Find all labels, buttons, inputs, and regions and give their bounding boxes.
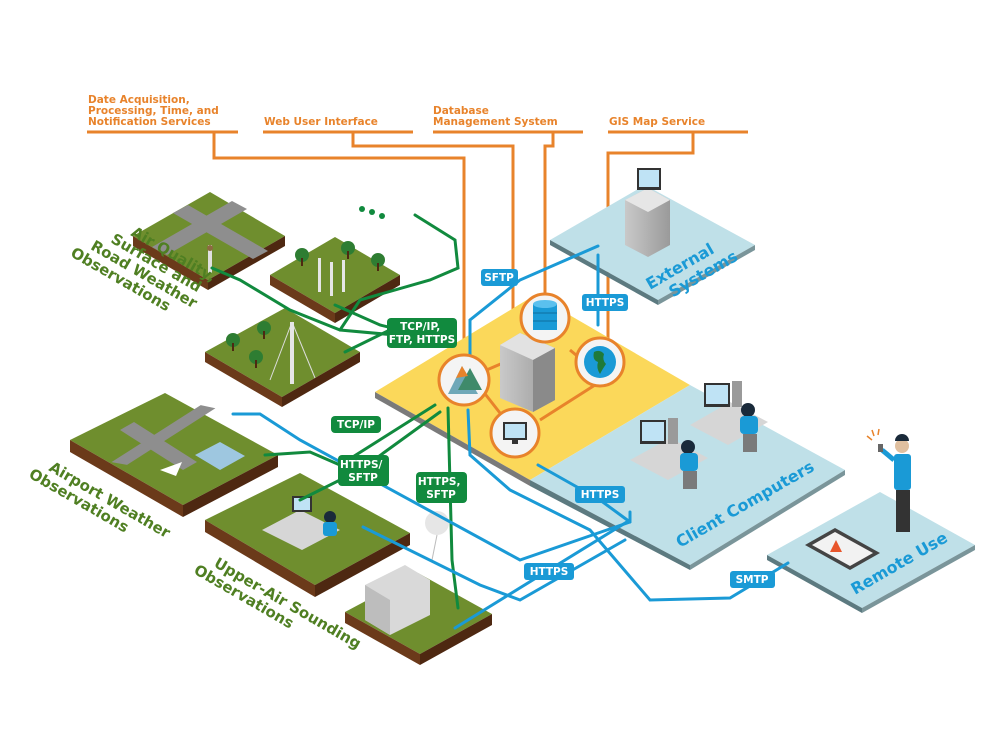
service-label-data-acquisition: Date Acquisition, Processing, Time, and … <box>88 94 222 128</box>
svg-text:SFTP: SFTP <box>484 272 514 284</box>
phone-alert <box>805 528 880 570</box>
external-server <box>625 168 670 257</box>
svg-text:HTTPS, SFTP: HTTPS, SFTP <box>418 476 464 501</box>
road-weather-tile <box>133 192 285 290</box>
tag-https-field: HTTPS <box>524 563 574 580</box>
upper-air-balloon-tile <box>345 511 492 665</box>
svg-text:TCP/IP: TCP/IP <box>337 419 375 431</box>
airport-tile <box>70 393 278 517</box>
svg-text:HTTPS: HTTPS <box>530 566 569 578</box>
more-stations-indicator <box>359 206 385 219</box>
svg-text:HTTPS: HTTPS <box>586 297 625 309</box>
svg-text:HTTPS: HTTPS <box>581 489 620 501</box>
database-icon <box>519 292 571 344</box>
tag-https-client: HTTPS <box>575 486 625 503</box>
service-headers: Date Acquisition, Processing, Time, and … <box>88 94 705 128</box>
service-label-web-ui: Web User Interface <box>264 116 378 128</box>
server-rack-icon <box>500 333 555 412</box>
tag-smtp: SMTP <box>730 571 775 588</box>
client-workstations <box>630 381 768 489</box>
tag-tcp-ip: TCP/IP <box>331 416 381 433</box>
central-hub <box>437 292 626 459</box>
workstation <box>630 418 708 489</box>
grass-tiles <box>70 192 492 665</box>
service-label-gis: GIS Map Service <box>609 116 705 128</box>
tag-https-sftp-comma: HTTPS, SFTP <box>416 472 467 503</box>
tag-https-external: HTTPS <box>582 294 628 311</box>
tag-tcp-ftp-https: TCP/IP, FTP, HTTPS <box>387 318 457 348</box>
svg-text:TCP/IP, FTP, HTTPS: TCP/IP, FTP, HTTPS <box>389 321 455 346</box>
remote-user <box>866 428 911 532</box>
mountains-icon <box>437 353 491 407</box>
protocol-tags: TCP/IP, FTP, HTTPS TCP/IP HTTPS/ SFTP HT… <box>331 269 775 588</box>
upper-air-desk-tile <box>205 473 410 597</box>
svg-text:SMTP: SMTP <box>736 574 769 586</box>
air-quality-tile <box>205 308 360 407</box>
workstation <box>690 381 768 452</box>
monitor-icon <box>489 407 541 459</box>
svg-text:HTTPS/ SFTP: HTTPS/ SFTP <box>340 459 386 484</box>
tag-https-sftp-slash: HTTPS/ SFTP <box>338 455 389 486</box>
tag-sftp: SFTP <box>481 269 518 286</box>
service-label-dbms: Database Management System <box>433 105 558 128</box>
globe-icon <box>574 336 626 388</box>
